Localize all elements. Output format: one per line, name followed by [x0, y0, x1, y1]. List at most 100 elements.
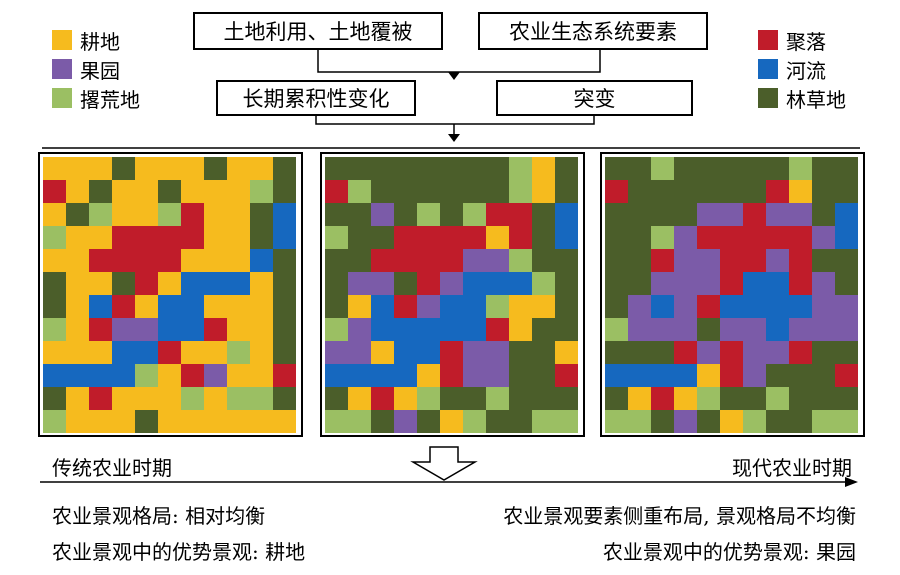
grid-cell: [371, 157, 394, 180]
grid-cell: [273, 226, 296, 249]
grid-cell: [204, 410, 227, 433]
grid-cell: [812, 157, 835, 180]
grid-cell: [89, 318, 112, 341]
grid-cell: [440, 203, 463, 226]
grid-cell: [605, 387, 628, 410]
grid-cell: [204, 364, 227, 387]
grid-cell: [204, 272, 227, 295]
grid-cell: [486, 157, 509, 180]
legend-label: 耕地: [80, 29, 120, 54]
grid-cell: [394, 226, 417, 249]
legend-swatch: [52, 59, 72, 79]
grid-cell: [250, 318, 273, 341]
grid-cell: [181, 226, 204, 249]
grid-cell: [766, 157, 789, 180]
grid-cell: [766, 272, 789, 295]
grid-cell: [417, 249, 440, 272]
grid-cell: [720, 387, 743, 410]
grid-cell: [766, 341, 789, 364]
grid-cell: [743, 364, 766, 387]
legend-item: 耕地: [52, 28, 140, 54]
grid-cell: [628, 272, 651, 295]
box-land-use: 土地利用、土地覆被: [193, 12, 443, 50]
legend-right: 聚落河流林草地: [758, 28, 846, 112]
grid-cell: [555, 226, 578, 249]
grid-cell: [812, 272, 835, 295]
grid-cell: [697, 157, 720, 180]
grid-cell: [135, 180, 158, 203]
grid-cell: [250, 203, 273, 226]
grid-cell: [158, 295, 181, 318]
grid-cell: [651, 203, 674, 226]
grid-cell: [555, 318, 578, 341]
grid-cell: [394, 249, 417, 272]
grid-cell: [135, 226, 158, 249]
grid-cell: [273, 295, 296, 318]
grid-cell: [348, 364, 371, 387]
legend-swatch: [758, 88, 778, 108]
grid-cell: [509, 203, 532, 226]
grid-cell: [66, 410, 89, 433]
grid-cell: [463, 387, 486, 410]
grid-cell: [417, 203, 440, 226]
grid-cell: [394, 410, 417, 433]
grid-cell: [697, 341, 720, 364]
grid-cell: [509, 295, 532, 318]
grid-cell: [835, 226, 858, 249]
grid-cell: [463, 226, 486, 249]
grid-cell: [651, 180, 674, 203]
grid-cell: [835, 180, 858, 203]
grid-cell: [348, 341, 371, 364]
grid-cell: [555, 341, 578, 364]
grid-cell: [743, 157, 766, 180]
grid-cell: [720, 318, 743, 341]
grid-cell: [835, 387, 858, 410]
grid-cell: [743, 226, 766, 249]
grid-cell: [605, 226, 628, 249]
grid-cell: [743, 203, 766, 226]
grid-cell: [486, 226, 509, 249]
grid-cell: [348, 157, 371, 180]
grid-cell: [227, 318, 250, 341]
grid-cell: [371, 410, 394, 433]
grid-cell: [766, 295, 789, 318]
grid-cell: [440, 226, 463, 249]
grid-modern: [605, 157, 858, 433]
grid-cell: [181, 341, 204, 364]
grid-cell: [812, 203, 835, 226]
grid-cell: [628, 410, 651, 433]
grid-cell: [440, 249, 463, 272]
grid-cell: [135, 203, 158, 226]
grid-cell: [371, 364, 394, 387]
grid-cell: [371, 318, 394, 341]
grid-cell: [743, 272, 766, 295]
grid-cell: [555, 180, 578, 203]
grid-cell: [674, 203, 697, 226]
grid-cell: [628, 157, 651, 180]
grid-cell: [555, 387, 578, 410]
grid-cell: [43, 364, 66, 387]
legend-label: 撂荒地: [80, 87, 140, 112]
panel-modern: [600, 152, 865, 437]
grid-cell: [812, 226, 835, 249]
grid-cell: [417, 410, 440, 433]
grid-cell: [43, 410, 66, 433]
grid-cell: [204, 341, 227, 364]
grid-cell: [66, 203, 89, 226]
grid-cell: [509, 387, 532, 410]
grid-cell: [250, 295, 273, 318]
grid-cell: [227, 410, 250, 433]
grid-cell: [628, 341, 651, 364]
caption-right-dominant: 农业景观中的优势景观: 果园: [602, 540, 856, 564]
grid-cell: [204, 387, 227, 410]
grid-cell: [227, 295, 250, 318]
grid-cell: [204, 295, 227, 318]
grid-cell: [697, 203, 720, 226]
legend-swatch: [758, 30, 778, 50]
grid-cell: [697, 364, 720, 387]
grid-cell: [250, 410, 273, 433]
grid-cell: [112, 341, 135, 364]
legend-item: 撂荒地: [52, 86, 140, 112]
grid-cell: [112, 226, 135, 249]
grid-cell: [204, 180, 227, 203]
